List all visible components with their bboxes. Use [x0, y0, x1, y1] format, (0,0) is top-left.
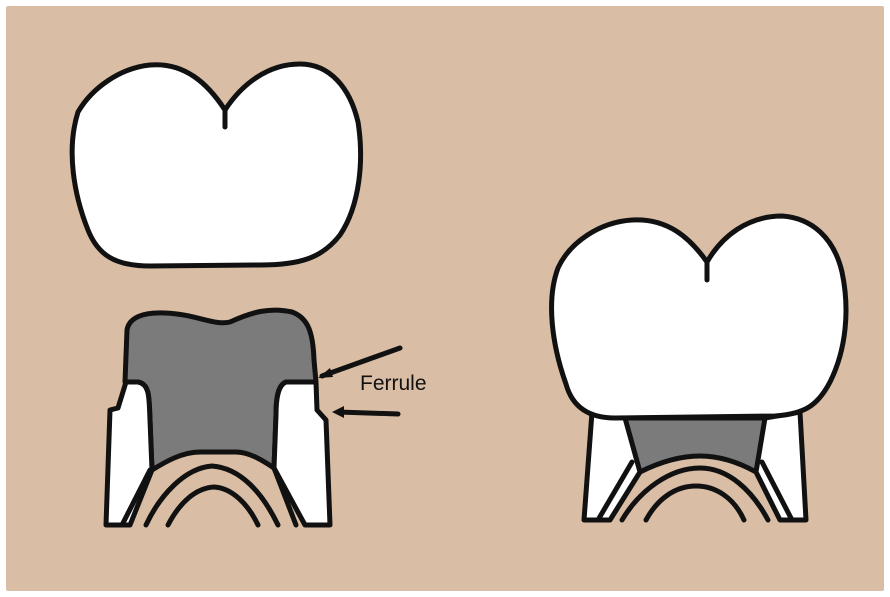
ferrule-arrow-lower-shaft	[338, 412, 398, 414]
left-crown-outline	[72, 64, 360, 266]
ferrule-label: Ferrule	[360, 372, 427, 395]
left-crown	[72, 64, 360, 266]
